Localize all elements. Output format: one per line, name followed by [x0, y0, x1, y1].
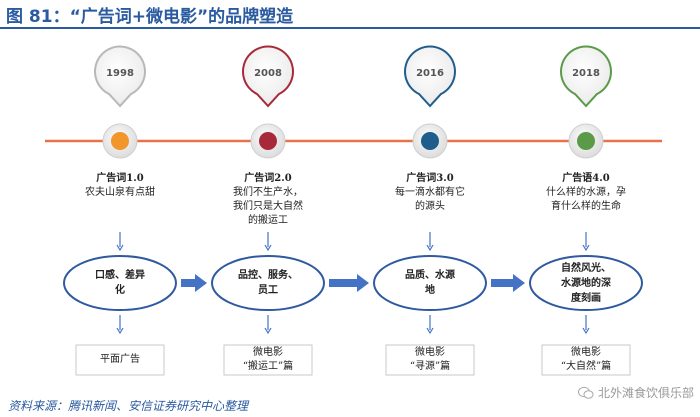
down-arrow-head: [116, 327, 124, 335]
film-box: [541, 344, 631, 376]
keyword-text: 品质、水源 地: [405, 270, 455, 296]
timeline-node-dot: [259, 132, 277, 150]
keyword-oval: [529, 255, 643, 311]
figure-title: 图 81：“广告词+微电影”的品牌塑造: [6, 7, 294, 27]
keyword-text: 品控、服务、 员工: [238, 270, 298, 296]
watermark: 北外滩食饮俱乐部: [577, 384, 694, 401]
keyword-oval: [63, 255, 177, 311]
keyword-text: 口感、差异 化: [95, 270, 145, 296]
film-box: [385, 344, 475, 376]
title-rule: [0, 27, 700, 29]
down-arrow-head: [426, 327, 434, 335]
slogan-version: 广告词3.0: [406, 173, 454, 184]
flow-arrow: [329, 274, 369, 292]
wechat-icon: [577, 386, 594, 399]
down-arrow-head: [264, 327, 272, 335]
year-pin-2008: [242, 45, 294, 108]
year-label: 2016: [416, 68, 444, 79]
film-text: 微电影 “大自然”篇: [560, 347, 612, 372]
year-label: 1998: [106, 68, 134, 79]
down-arrow-head: [582, 244, 590, 252]
slogan-text: 什么样的水源，孕 育什么样的生命: [546, 187, 626, 212]
flow-arrow: [181, 274, 207, 292]
slogan-text: 每一滴水都有它 的源头: [395, 187, 465, 212]
timeline-node-dot: [421, 132, 439, 150]
timeline-node-dot: [111, 132, 129, 150]
slogan-text: 我们不生产水， 我们只是大自然 的搬运工: [233, 187, 303, 226]
slogan-block: 广告词1.0 农夫山泉有点甜: [60, 172, 180, 200]
year-pin-1998: [94, 45, 146, 108]
source-note: 资料来源：腾讯新闻、安信证券研究中心整理: [8, 399, 249, 413]
keyword-oval: [373, 255, 487, 311]
down-arrow-head: [116, 244, 124, 252]
slogan-version: 广告词2.0: [244, 173, 292, 184]
down-arrow-head: [426, 244, 434, 252]
year-label: 2018: [572, 68, 600, 79]
film-box: [223, 344, 313, 376]
film-text: 微电影 “搬运工”篇: [242, 347, 294, 372]
down-arrow-head: [582, 327, 590, 335]
year-label: 2008: [254, 68, 282, 79]
down-arrow-head: [264, 244, 272, 252]
year-pin-2018: [560, 45, 612, 108]
slogan-version: 广告词1.0: [96, 173, 144, 184]
film-box: [75, 344, 165, 376]
timeline-node-dot: [577, 132, 595, 150]
slogan-block: 广告语4.0 什么样的水源，孕 育什么样的生命: [526, 172, 646, 214]
film-text: 平面广告: [100, 354, 140, 365]
flow-arrow: [491, 274, 525, 292]
keyword-oval: [211, 255, 325, 311]
film-text: 微电影 “寻源”篇: [409, 347, 451, 372]
year-pin-2016: [404, 45, 456, 108]
watermark-text: 北外滩食饮俱乐部: [597, 386, 694, 400]
slogan-text: 农夫山泉有点甜: [85, 187, 155, 198]
keyword-text: 自然风光、 水源地的深 度刻画: [561, 262, 611, 304]
slogan-block: 广告词2.0 我们不生产水， 我们只是大自然 的搬运工: [208, 172, 328, 228]
slogan-version: 广告语4.0: [562, 173, 610, 184]
slogan-block: 广告词3.0 每一滴水都有它 的源头: [370, 172, 490, 214]
